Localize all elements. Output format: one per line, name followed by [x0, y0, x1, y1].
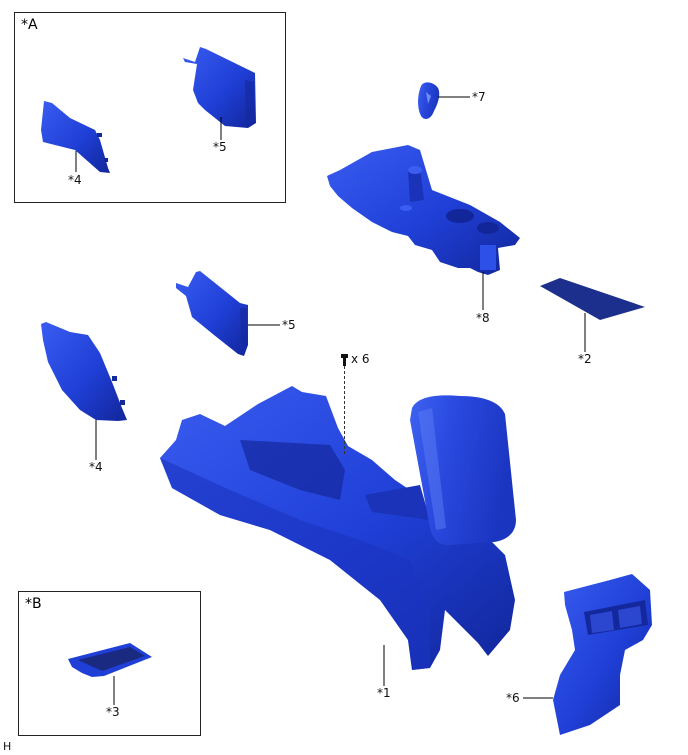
callout-1: *1	[377, 686, 391, 700]
callout-7: *7	[472, 90, 486, 104]
callout-8: *8	[476, 311, 490, 325]
part-2-mat	[540, 278, 645, 320]
part-6-rear-panel	[553, 574, 652, 735]
inset-a-title: *A	[21, 17, 38, 33]
callout-3: *3	[106, 705, 120, 719]
part-5-side-cover	[176, 271, 248, 356]
inset-box-b: *B	[18, 591, 201, 736]
part-1-console-box	[160, 386, 516, 670]
inset-box-a: *A	[14, 12, 286, 203]
callout-2: *2	[578, 352, 592, 366]
footer-code: H	[3, 740, 12, 753]
screw-quantity-label: x 6	[351, 352, 370, 366]
callout-6: *6	[506, 691, 520, 705]
screw-fastener	[341, 354, 348, 455]
part-5-inset-side-cover	[183, 47, 256, 128]
callout-5: *5	[282, 318, 296, 332]
callout-4: *4	[89, 460, 103, 474]
part-3-tray	[68, 643, 152, 677]
part-4-inset-side-panel	[41, 101, 110, 173]
part-4-side-panel	[41, 322, 127, 421]
callout-5-inset: *5	[213, 140, 227, 154]
part-8-console-upper-panel	[327, 145, 520, 275]
inset-b-title: *B	[25, 596, 42, 612]
leader-lines	[75, 96, 586, 705]
callout-4-inset: *4	[68, 173, 82, 187]
part-7-shift-knob	[418, 82, 440, 119]
